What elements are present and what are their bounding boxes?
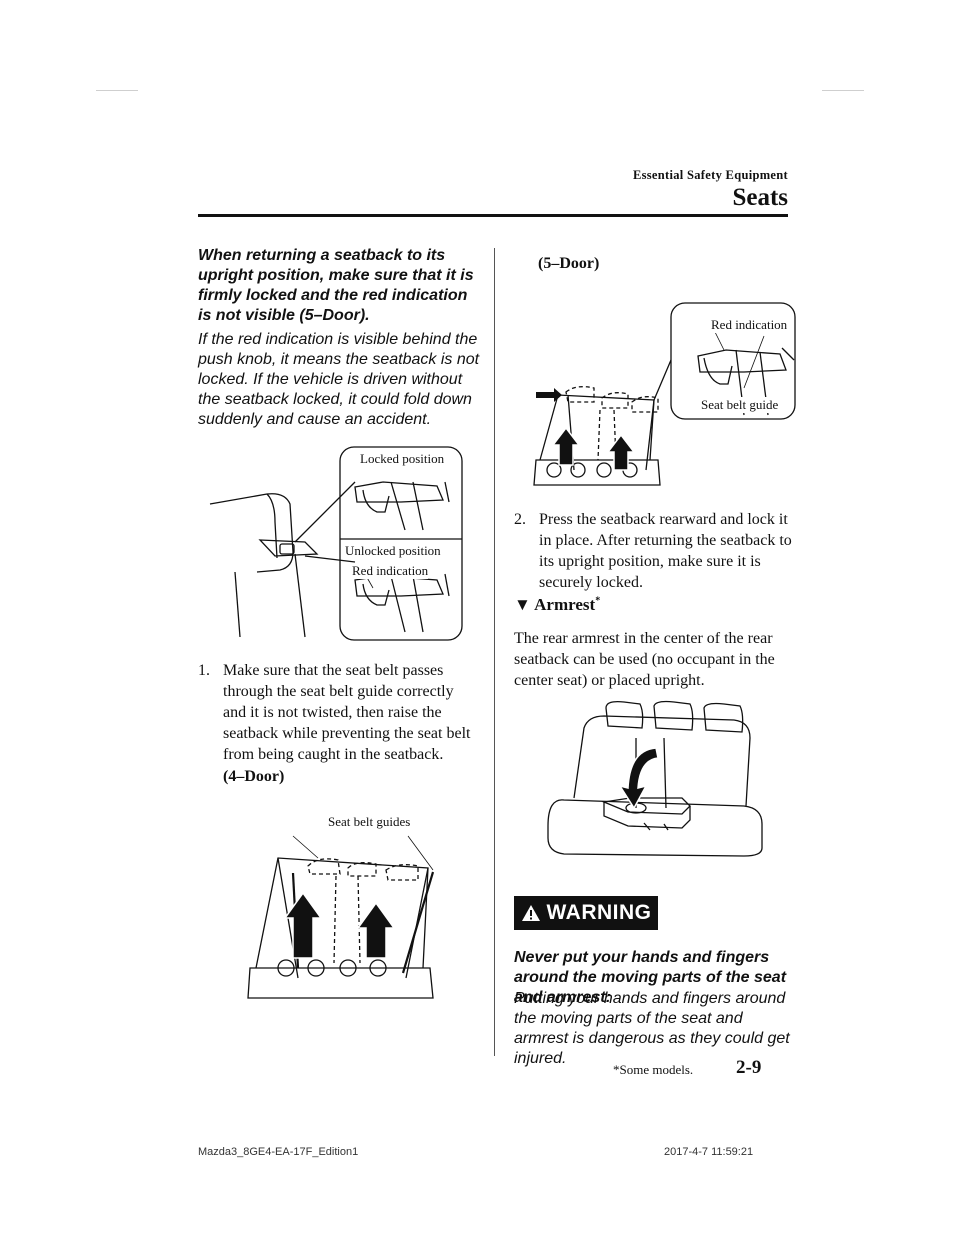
- column-divider: [494, 248, 495, 1056]
- some-models-marker: *: [595, 595, 601, 607]
- armrest-illustration: [547, 700, 763, 857]
- armrest-warning-bold: Never put your hands and fingers around …: [514, 949, 787, 1006]
- step-2-text: Press the seatback rearward and lock it …: [539, 511, 792, 591]
- four-door-label: (4–Door): [223, 768, 285, 785]
- step-1-text: Make sure that the seat belt passes thro…: [223, 662, 471, 763]
- crop-mark-top-right: [822, 90, 864, 91]
- page-title: Seats: [732, 184, 788, 211]
- print-timestamp: 2017-4-7 11:59:21: [664, 1146, 754, 1158]
- seatback-warning-bold: When returning a seatback to its upright…: [198, 247, 474, 324]
- warning-box: WARNING: [514, 896, 658, 930]
- seatback-lock-figure: Locked position Unlocked position Red in…: [205, 442, 465, 642]
- footnote: *Some models.: [613, 1062, 694, 1077]
- armrest-description: The rear armrest in the center of the re…: [514, 630, 775, 689]
- section-marker: ▼: [514, 595, 531, 614]
- unlocked-position-label: Unlocked position: [345, 543, 441, 559]
- warning-label: WARNING: [546, 901, 652, 924]
- five-door-seat-illustration: [533, 302, 796, 486]
- step-2: 2. Press the seatback rearward and lock …: [514, 509, 792, 593]
- seatback-lock-illustration: [209, 446, 463, 641]
- five-door-red-indication-label: Red indication: [711, 317, 788, 333]
- five-door-figure: Red indication Seat belt guide: [514, 300, 798, 495]
- seat-belt-guides-label: Seat belt guides: [328, 814, 411, 830]
- seatback-warning-body: If the red indication is visible behind …: [198, 331, 480, 428]
- step-2-number: 2.: [514, 511, 526, 528]
- step-1-number: 1.: [198, 662, 210, 679]
- five-door-label: (5–Door): [538, 255, 600, 272]
- armrest-heading-text: Armrest: [534, 595, 596, 614]
- section-label: Essential Safety Equipment: [632, 168, 788, 182]
- page-number: 2-9: [736, 1057, 762, 1078]
- warning-triangle-icon: [521, 905, 540, 921]
- document-id: Mazda3_8GE4-EA-17F_Edition1: [198, 1146, 359, 1158]
- step-1: 1. Make sure that the seat belt passes t…: [198, 660, 480, 765]
- armrest-warning-body: Putting your hands and fingers around th…: [514, 990, 790, 1067]
- seat-belt-guide-label: Seat belt guide: [701, 397, 779, 413]
- four-door-figure: Seat belt guides: [238, 808, 438, 1013]
- armrest-heading: ▼ Armrest*: [514, 595, 600, 615]
- locked-position-label: Locked position: [360, 451, 445, 467]
- armrest-figure: [544, 698, 766, 860]
- header-rule: [198, 214, 788, 217]
- red-indication-label: Red indication: [352, 563, 429, 579]
- four-door-seat-illustration: [247, 835, 435, 999]
- crop-mark-top-left: [96, 90, 138, 91]
